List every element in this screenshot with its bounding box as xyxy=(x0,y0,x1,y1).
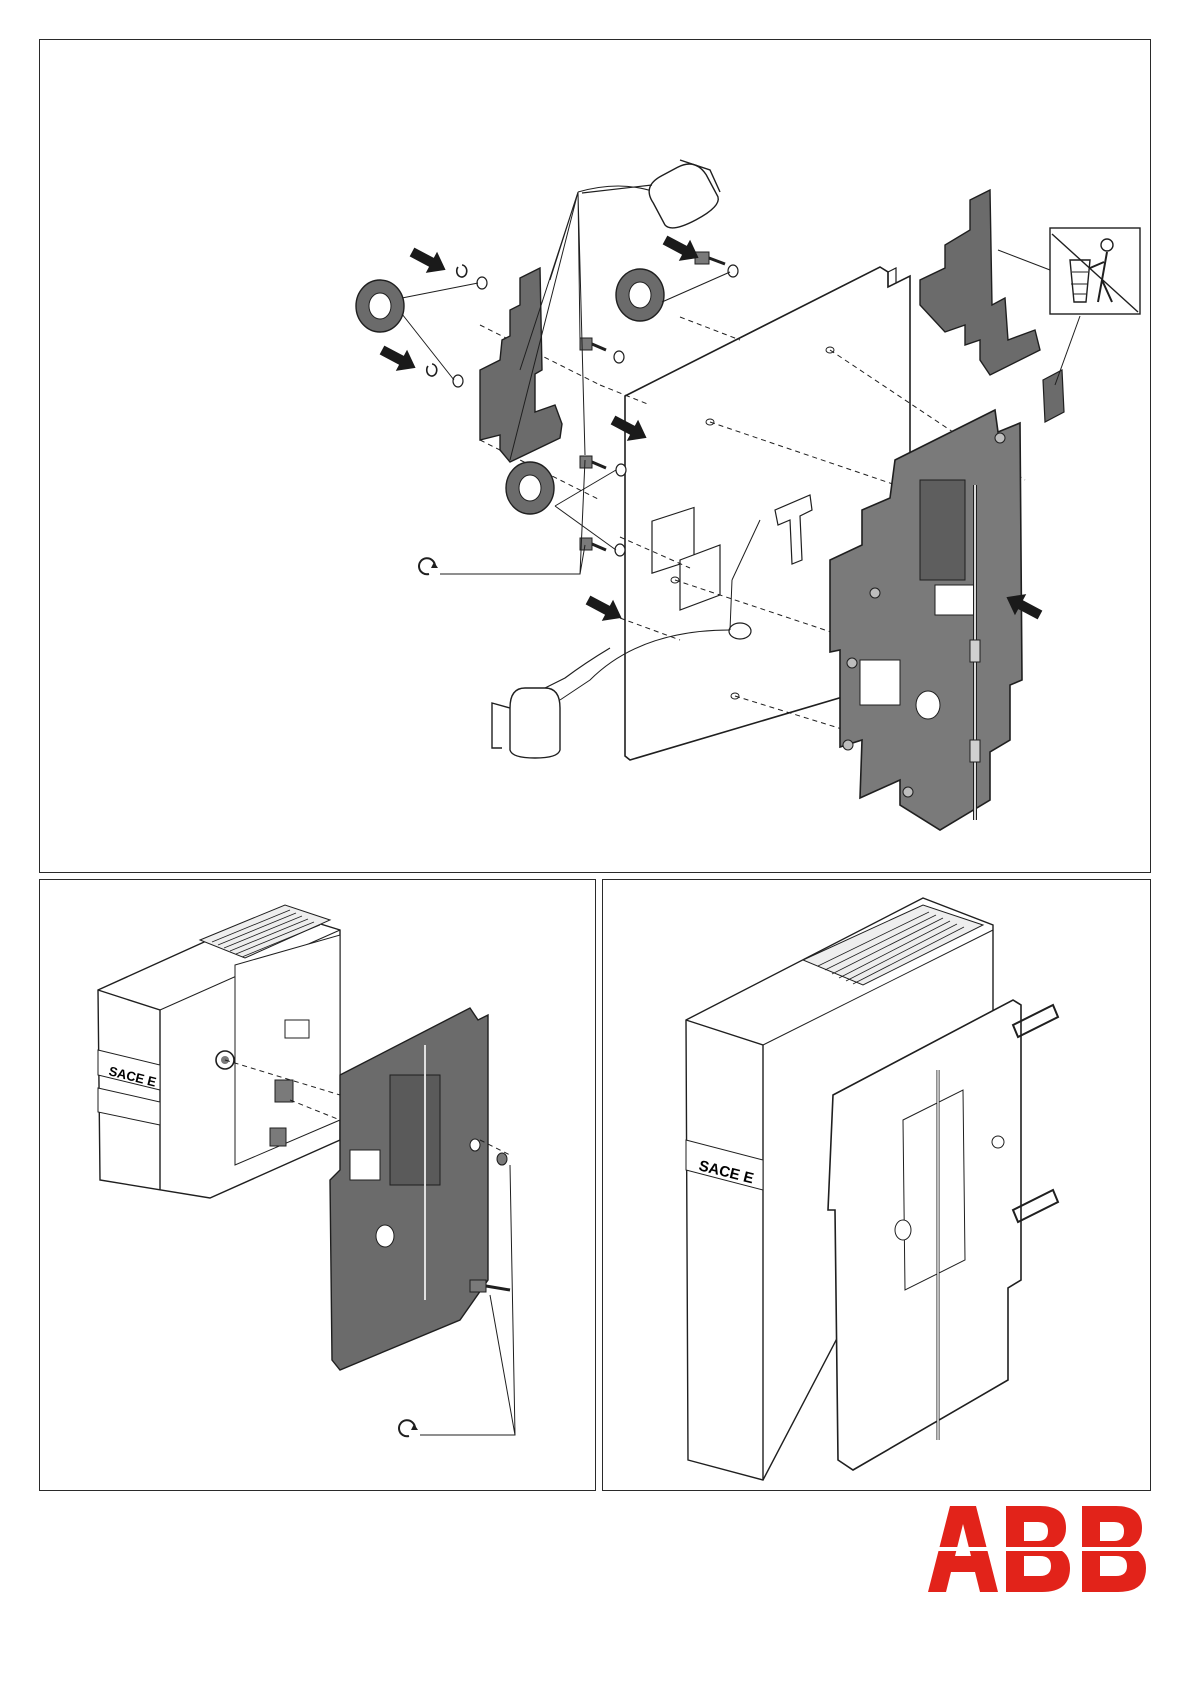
large-washer xyxy=(506,462,554,514)
breaker-fitting-drawing: SACE E xyxy=(40,880,597,1492)
disposal-bin-icon xyxy=(1050,228,1140,314)
exploded-assembly-drawing xyxy=(40,40,1152,874)
breaker-fitting-panel: SACE E xyxy=(39,879,596,1491)
circlip-rings xyxy=(427,265,467,376)
direction-arrow-icon xyxy=(582,589,627,628)
left-bracket xyxy=(480,268,562,462)
interlock-plate xyxy=(330,1008,488,1370)
large-washer xyxy=(616,269,664,321)
removed-bracket xyxy=(920,190,1040,375)
assembled-result-drawing: SACE E xyxy=(603,880,1152,1492)
oil-can-icon xyxy=(582,157,723,234)
large-washer xyxy=(356,280,404,332)
direction-arrow-icon xyxy=(406,241,451,280)
circuit-breaker-body: SACE E xyxy=(98,905,340,1198)
exploded-assembly-panel xyxy=(39,39,1151,873)
assembled-result-panel: SACE E xyxy=(602,879,1151,1491)
abb-logo xyxy=(928,1506,1148,1592)
removed-clip xyxy=(1043,370,1064,422)
tighten-rotation-icon xyxy=(399,1420,418,1436)
tighten-rotation-icon xyxy=(419,558,438,574)
direction-arrow-icon xyxy=(376,339,421,378)
oil-can-icon xyxy=(492,648,610,758)
